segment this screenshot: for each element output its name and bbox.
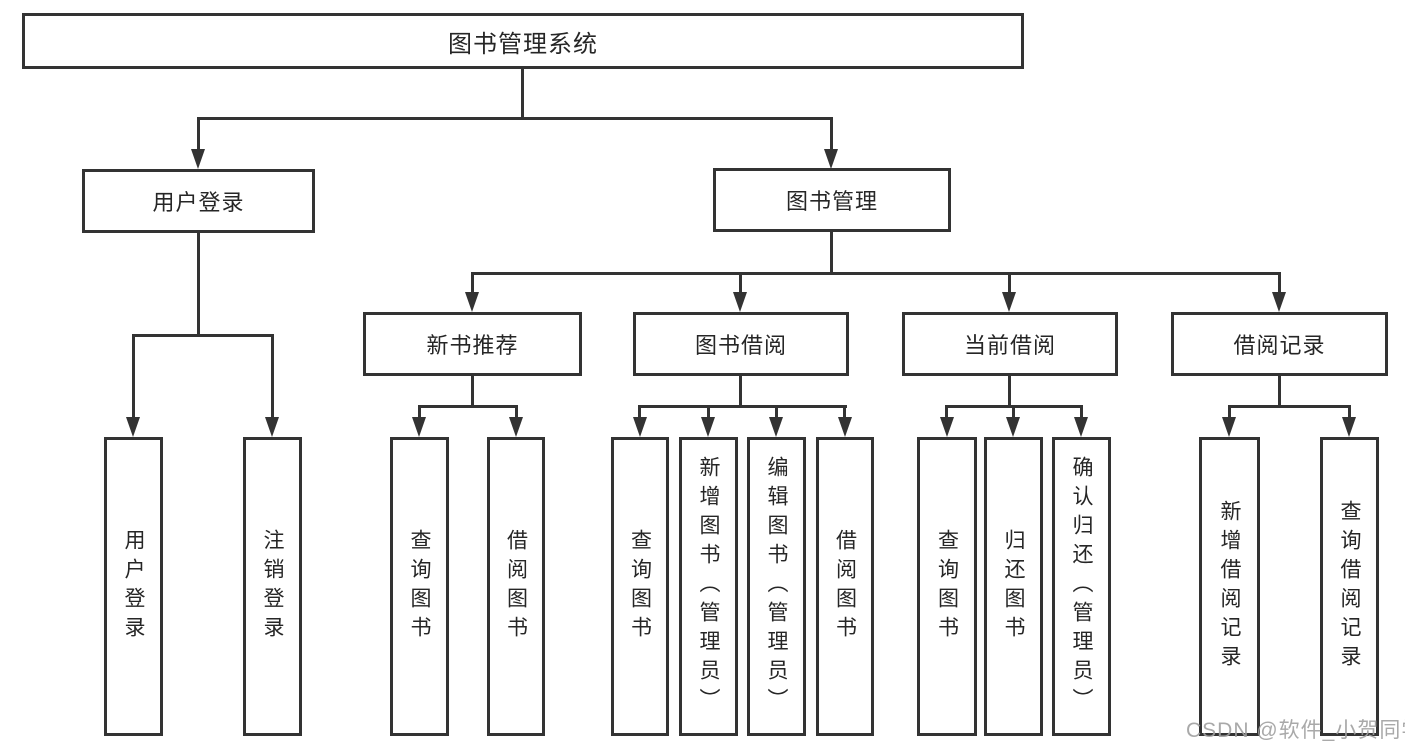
arrow-down-icon [1074, 417, 1088, 437]
connector-line [707, 405, 710, 420]
arrow-down-icon [733, 292, 747, 312]
connector-line [521, 69, 524, 120]
arrow-down-icon [769, 417, 783, 437]
connector-line [198, 117, 833, 120]
connector-line [271, 334, 274, 420]
arrow-down-icon [824, 149, 838, 169]
leaf-label: 查询图书 [408, 528, 431, 645]
arrow-down-icon [838, 417, 852, 437]
leaf-current-return-books: 归还图书 [984, 437, 1043, 736]
leaf-label: 查询借阅记录 [1338, 499, 1361, 674]
node-label: 图书管理 [785, 189, 878, 214]
connector-line [1228, 405, 1350, 408]
leaf-records-add-record: 新增借阅记录 [1199, 437, 1260, 736]
arrow-down-icon [1272, 292, 1286, 312]
arrow-down-icon [701, 417, 715, 437]
connector-line [1348, 405, 1351, 420]
leaf-label: 查询图书 [628, 528, 652, 645]
connector-line [132, 334, 274, 337]
arrow-down-icon [265, 417, 279, 437]
connector-line [471, 272, 1281, 275]
node-label: 当前借阅 [963, 333, 1056, 358]
connector-line [471, 376, 474, 408]
leaf-recommend-query-books: 查询图书 [390, 437, 449, 736]
leaf-label: 注销登录 [261, 528, 284, 645]
arrow-down-icon [1342, 417, 1356, 437]
arrow-down-icon [126, 417, 140, 437]
connector-line [515, 405, 518, 420]
connector-line [830, 232, 833, 275]
leaf-label: 新增借阅记录 [1218, 499, 1241, 674]
leaf-user-login: 用户登录 [104, 437, 163, 736]
leaf-label: 归还图书 [1002, 528, 1025, 645]
leaf-label: 新增图书（管理员） [697, 456, 720, 717]
leaf-current-confirm-return-admin: 确认归还（管理员） [1052, 437, 1111, 736]
arrow-down-icon [412, 417, 426, 437]
arrow-down-icon [940, 417, 954, 437]
connector-line [418, 405, 421, 420]
leaf-label: 用户登录 [122, 528, 145, 645]
node-label: 图书借阅 [694, 333, 787, 358]
connector-line [418, 405, 518, 408]
leaf-borrowing-add-books-admin: 新增图书（管理员） [679, 437, 738, 736]
arrow-down-icon [1006, 417, 1020, 437]
node-label: 用户登录 [152, 190, 245, 215]
node-current-borrowing: 当前借阅 [902, 312, 1118, 376]
arrow-down-icon [465, 292, 479, 312]
connector-line [1012, 405, 1015, 420]
connector-line [1278, 376, 1281, 408]
node-library-management-system: 图书管理系统 [22, 13, 1024, 69]
leaf-label: 查询图书 [935, 528, 959, 645]
leaf-logout: 注销登录 [243, 437, 302, 736]
node-label: 新书推荐 [426, 333, 519, 358]
connector-line [1008, 376, 1011, 408]
connector-line [1278, 272, 1281, 295]
leaf-recommend-borrow-books: 借阅图书 [487, 437, 545, 736]
leaf-records-query-record: 查询借阅记录 [1320, 437, 1379, 736]
node-borrowing-records: 借阅记录 [1171, 312, 1388, 376]
connector-line [739, 376, 742, 408]
leaf-borrowing-query-books: 查询图书 [611, 437, 669, 736]
arrow-down-icon [509, 417, 523, 437]
connector-line [945, 405, 948, 420]
arrow-down-icon [191, 149, 205, 169]
leaf-current-query-books: 查询图书 [917, 437, 977, 736]
leaf-borrowing-edit-books-admin: 编辑图书（管理员） [747, 437, 806, 736]
leaf-label: 编辑图书（管理员） [765, 456, 788, 717]
connector-line [1008, 272, 1011, 295]
node-label: 借阅记录 [1233, 333, 1326, 358]
node-user-login: 用户登录 [82, 169, 315, 233]
node-book-borrowing: 图书借阅 [633, 312, 849, 376]
connector-line [471, 272, 474, 295]
arrow-down-icon [633, 417, 647, 437]
arrow-down-icon [1002, 292, 1016, 312]
connector-line [739, 272, 742, 295]
node-book-management: 图书管理 [713, 168, 951, 232]
connector-line [1228, 405, 1231, 420]
connector-line [830, 117, 833, 153]
connector-line [775, 405, 778, 420]
connector-line [638, 405, 847, 408]
node-label: 图书管理系统 [448, 30, 598, 58]
connector-line [1080, 405, 1083, 420]
connector-line [132, 334, 135, 420]
leaf-borrowing-borrow-books: 借阅图书 [816, 437, 874, 736]
leaf-label: 确认归还（管理员） [1070, 456, 1093, 717]
leaf-label: 借阅图书 [833, 528, 857, 645]
connector-line [843, 405, 846, 420]
connector-line [638, 405, 641, 420]
node-new-book-recommendation: 新书推荐 [363, 312, 582, 376]
connector-line [197, 233, 200, 337]
csdn-watermark: CSDN @软件_小贺同学 [1186, 719, 1405, 742]
connector-line [197, 117, 200, 153]
arrow-down-icon [1222, 417, 1236, 437]
leaf-label: 借阅图书 [504, 528, 528, 645]
